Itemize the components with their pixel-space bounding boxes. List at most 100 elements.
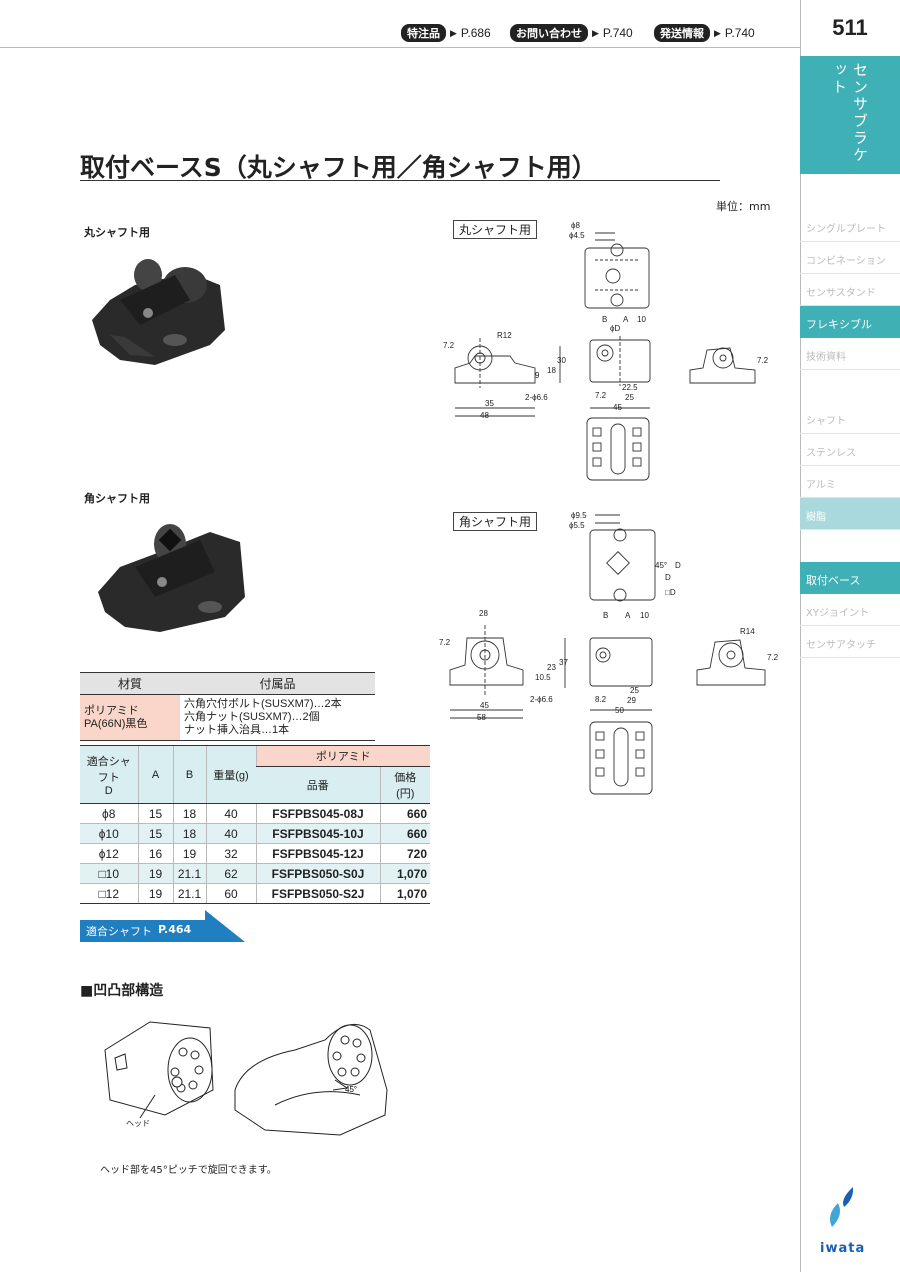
shaft-header-d: D — [104, 784, 113, 797]
a-cell: 15 — [137, 803, 173, 824]
ref-inquiry[interactable]: お問い合わせ ▶ P.740 — [510, 24, 633, 42]
section-tab-label: センサブラケット — [830, 62, 869, 164]
dim-r14: R14 — [740, 627, 755, 636]
relief-note: ヘッド部を45°ピッチで旋回できます。 — [100, 1165, 277, 1176]
square-drawing-tag: 角シャフト用 — [453, 512, 538, 531]
ref-inquiry-page: P.740 — [602, 26, 633, 40]
dim-7-2b: 7.2 — [767, 653, 779, 662]
header-rule — [0, 47, 800, 48]
dim-45: 45 — [480, 701, 489, 710]
code-cell[interactable]: FSFPBS050-S2J — [255, 883, 380, 904]
dim-7-2a: 7.2 — [443, 341, 455, 350]
material-name: ポリアミド — [84, 704, 139, 717]
shaft-header: 適合シャフト D — [80, 745, 138, 804]
material-cell: ポリアミド PA(66N)黒色 — [80, 694, 180, 741]
shaft-cell: ϕ8 — [80, 803, 138, 824]
dim-18: 18 — [547, 366, 556, 375]
material-grade: PA(66N)黒色 — [84, 717, 148, 730]
dim-phiD: ϕD — [610, 324, 620, 333]
dim-37: 37 — [559, 658, 568, 667]
ref-custom-label: 特注品 — [401, 24, 446, 42]
table-row: ϕ10 15 18 40 FSFPBS045-10J 660 — [80, 823, 430, 844]
code-header: 品番 — [256, 766, 380, 804]
sidebar-item-combination[interactable]: コンビネーション — [800, 242, 900, 274]
sidebar-item-xy-joint[interactable]: XYジョイント — [800, 594, 900, 626]
sidebar-item-single-plate[interactable]: シングルプレート — [800, 210, 900, 242]
dim-B: B — [602, 315, 607, 324]
code-cell[interactable]: FSFPBS045-08J — [255, 803, 380, 824]
price-cell: 660 — [379, 823, 430, 844]
dim-28: 28 — [479, 609, 488, 618]
price-header-unit: (円) — [396, 788, 415, 800]
unit-label: 単位：mm — [716, 200, 771, 213]
b-cell: 18 — [172, 823, 206, 844]
table-row: □10 19 21.1 62 FSFPBS050-S0J 1,070 — [80, 863, 430, 884]
ref-shipping-label: 発送情報 — [654, 24, 710, 42]
sidebar-item-sensor-attach[interactable]: センサアタッチ — [800, 626, 900, 658]
ref-custom-page: P.686 — [460, 26, 491, 40]
triangle-icon: ▶ — [714, 27, 721, 38]
dim-25: 25 — [625, 393, 634, 402]
shaft-cell: ϕ12 — [80, 843, 138, 864]
price-header: 価格 (円) — [379, 766, 430, 804]
compatible-shaft-link[interactable]: 適合シャフト P.464 — [80, 910, 245, 942]
shaft-cell: □10 — [80, 863, 138, 884]
dim-D2: D — [665, 573, 671, 582]
dim-holes: 2-ϕ6.6 — [530, 695, 553, 704]
sidebar-item-aluminum[interactable]: アルミ — [800, 466, 900, 498]
weight-cell: 32 — [205, 843, 256, 864]
accessory-item: 六角ナット(SUSXM7)…2個 — [184, 711, 320, 723]
dim-8-2: 8.2 — [595, 695, 607, 704]
shaft-cell: □12 — [80, 883, 138, 904]
code-cell[interactable]: FSFPBS045-10J — [255, 823, 380, 844]
sidebar-item-shaft[interactable]: シャフト — [800, 402, 900, 434]
dim-9: 9 — [535, 371, 540, 380]
sidebar-item-mount-base[interactable]: 取付ベース — [800, 562, 900, 594]
dim-23: 23 — [547, 663, 556, 672]
page-title: 取付ベースS（丸シャフト用／角シャフト用） — [80, 153, 597, 182]
accessory-item: 六角穴付ボルト(SUSXM7)…2本 — [184, 698, 342, 710]
round-shaft-drawing: ϕ8 ϕ4.5 R12 7.2 9 18 30 35 48 2-ϕ6.6 B A… — [443, 221, 769, 481]
code-cell[interactable]: FSFPBS050-S0J — [255, 863, 380, 884]
ref-shipping-page: P.740 — [724, 26, 755, 40]
b-cell: 18 — [172, 803, 206, 824]
dim-45: 45 — [613, 403, 622, 412]
sidebar-item-stainless[interactable]: ステンレス — [800, 434, 900, 466]
ref-inquiry-label: お問い合わせ — [510, 24, 588, 42]
relief-heading: ■凹凸部構造 — [80, 983, 164, 999]
a-cell: 19 — [137, 863, 173, 884]
ref-custom[interactable]: 特注品 ▶ P.686 — [401, 24, 491, 42]
weight-cell: 40 — [205, 803, 256, 824]
shaft-header-label: 適合シャフト — [86, 755, 131, 784]
ref-shipping[interactable]: 発送情報 ▶ P.740 — [654, 24, 755, 42]
dim-phi8: ϕ8 — [571, 221, 580, 230]
sidebar-item-resin[interactable]: 樹脂 — [800, 498, 900, 530]
relief-angle-label: 45° — [345, 1085, 357, 1094]
dim-phi45: ϕ4.5 — [569, 231, 585, 240]
sidebar-item-sensor-stand[interactable]: センサスタンド — [800, 274, 900, 306]
dim-29: 29 — [627, 696, 636, 705]
sidebar-item-tech-docs[interactable]: 技術資料 — [800, 338, 900, 370]
dim-35: 35 — [485, 399, 494, 408]
dim-7-2c: 7.2 — [757, 356, 769, 365]
dim-phi95: ϕ9.5 — [571, 511, 587, 520]
arrow-banner-shape — [80, 910, 245, 942]
dim-B: B — [603, 611, 608, 620]
dim-10: 10 — [640, 611, 649, 620]
round-drawing-tag: 丸シャフト用 — [453, 220, 538, 239]
drop-logo-icon — [830, 1187, 854, 1227]
section-tab[interactable]: センサブラケット — [800, 56, 900, 174]
table-row: ϕ8 15 18 40 FSFPBS045-08J 660 — [80, 803, 430, 824]
square-shaft-drawing: ϕ9.5 ϕ5.5 D 45° □D D B A 10 28 7.2 10.5 … — [439, 511, 779, 795]
weight-cell: 40 — [205, 823, 256, 844]
sidebar-item-flexible[interactable]: フレキシブル — [800, 306, 900, 338]
logo-text: iwata — [820, 1241, 866, 1256]
shaft-cell: ϕ10 — [80, 823, 138, 844]
relief-illustration: 45° — [104, 1021, 388, 1136]
b-cell: 19 — [172, 843, 206, 864]
material-table: 材質 付属品 ポリアミド PA(66N)黒色 六角穴付ボルト(SUSXM7)…2… — [80, 672, 375, 741]
code-cell[interactable]: FSFPBS045-12J — [255, 843, 380, 864]
title-underline — [80, 180, 720, 181]
dim-10: 10 — [637, 315, 646, 324]
head-label: ヘッド — [126, 1119, 150, 1128]
